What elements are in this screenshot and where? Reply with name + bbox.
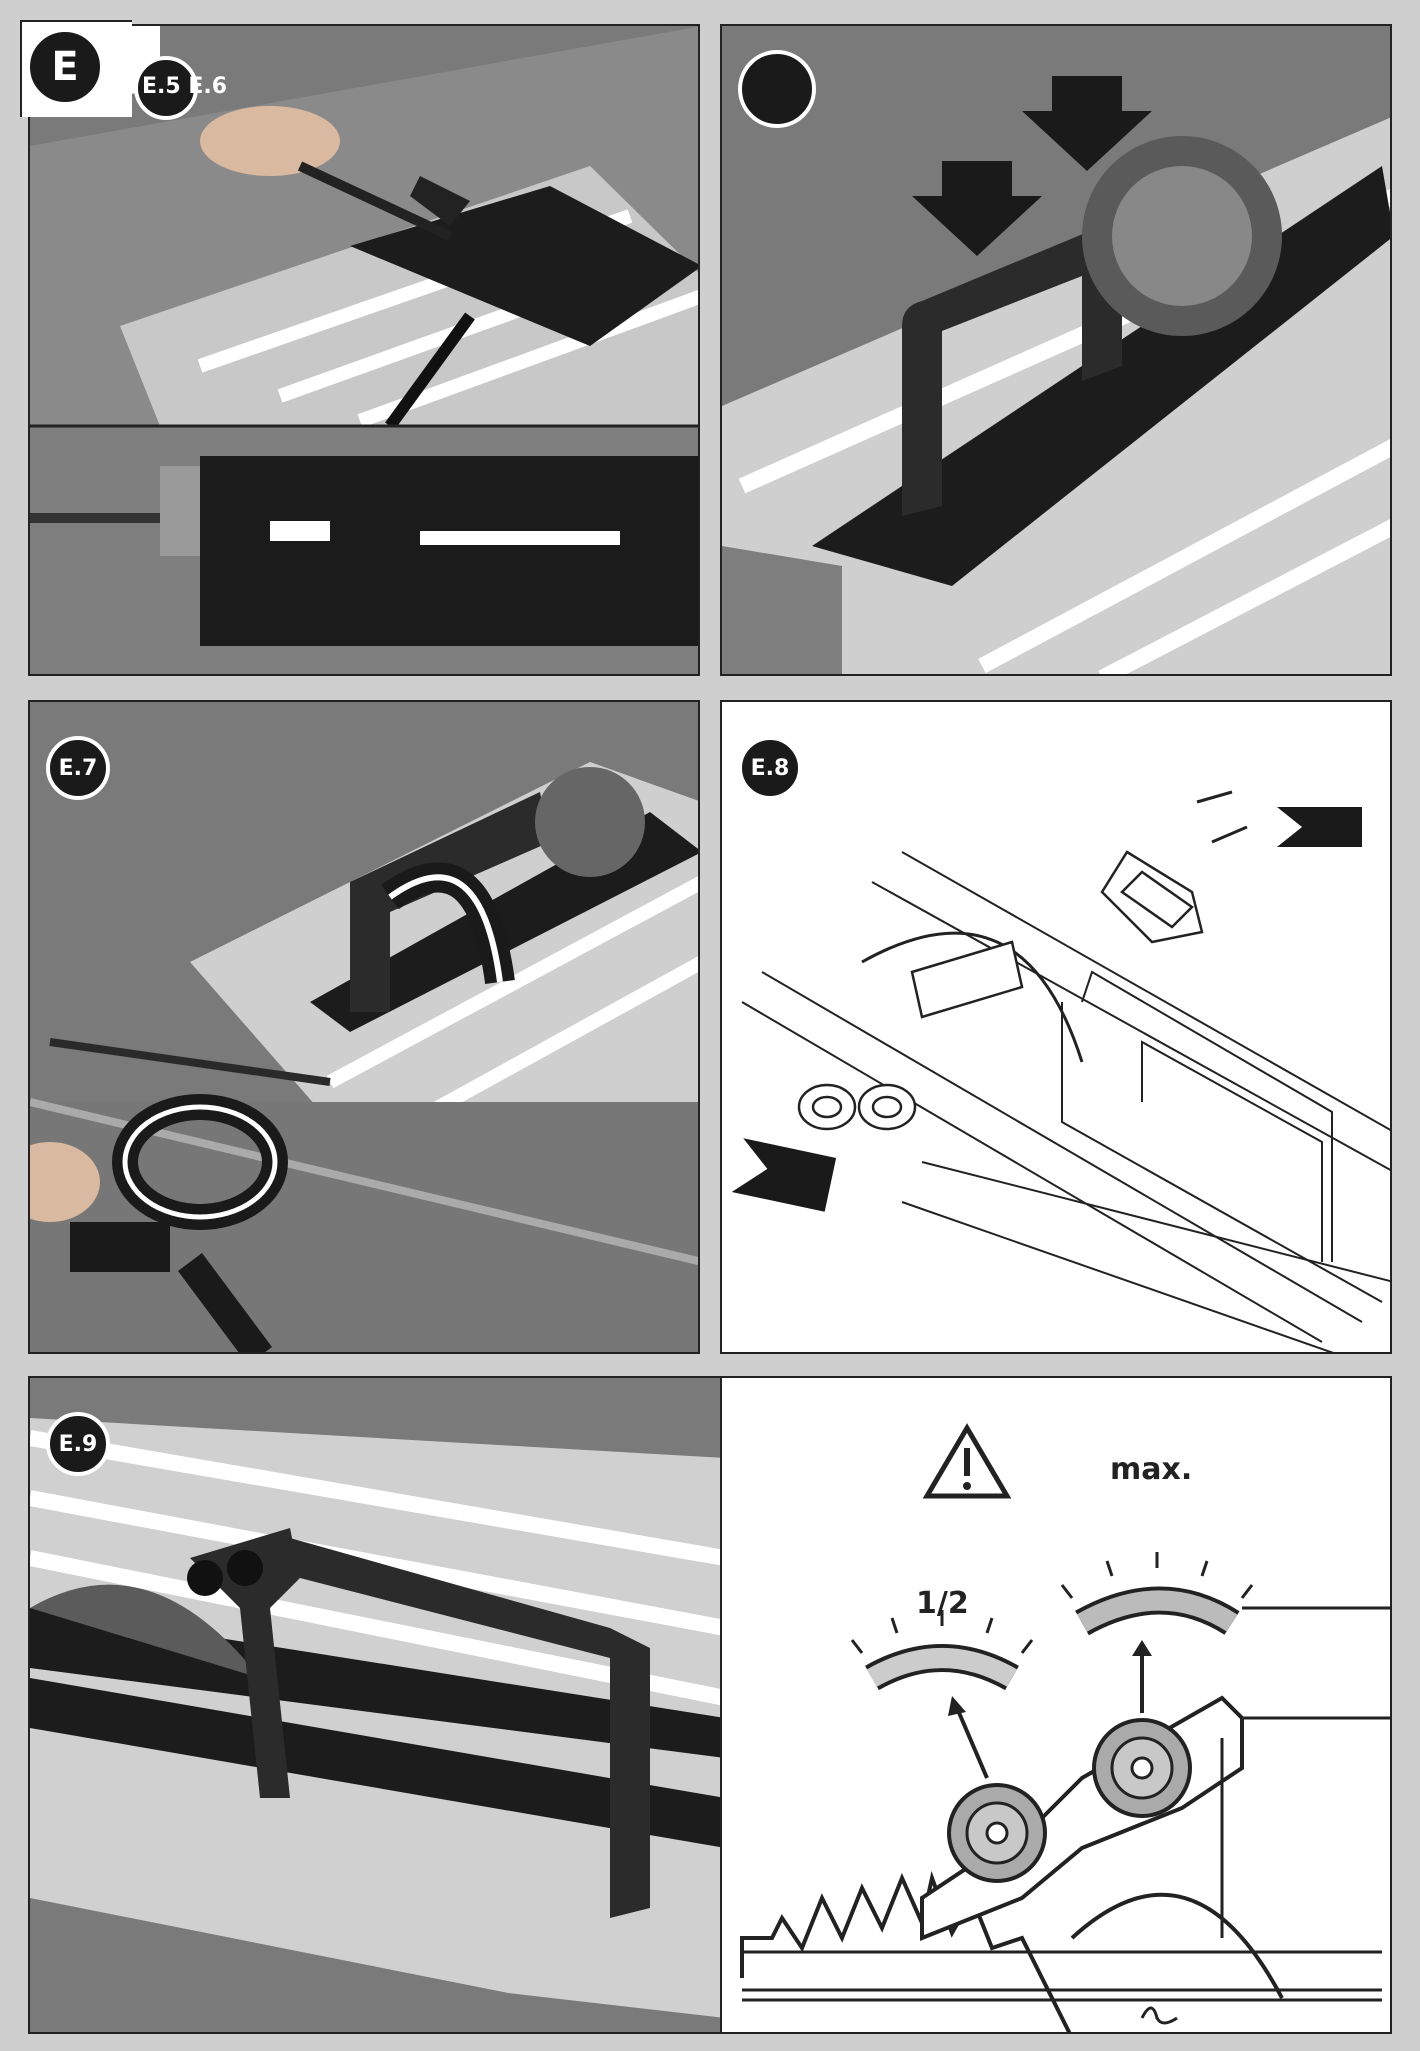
panel-e8-diagram — [722, 702, 1390, 1352]
panel-e5-e6-label: E.5 E.6 — [142, 74, 228, 99]
half-label: 1/2 — [916, 1586, 969, 1621]
panel-e9-illustration — [30, 1378, 721, 2032]
panel-e7: E.7 — [28, 700, 700, 1354]
max-label: max. — [1110, 1452, 1193, 1487]
panel-riving-knife-insert-illustration — [722, 26, 1390, 674]
panel-e5-e6-badge — [134, 56, 198, 120]
panel-e9: E.9 — [28, 1376, 723, 2034]
panel-e7-badge: E.7 — [46, 736, 110, 800]
panel-riving-knife-position-diagram — [722, 1378, 1390, 2032]
panel-e8: E.8 — [720, 700, 1392, 1354]
panel-e7-illustration — [30, 702, 698, 1352]
panel-e5-e6-illustration — [30, 26, 698, 674]
panel-riving-knife-insert — [720, 24, 1392, 676]
panel-e9-badge: E.9 — [46, 1412, 110, 1476]
warning-icon — [922, 1423, 1012, 1499]
section-badge: E — [26, 28, 104, 106]
panel-e8-badge: E.8 — [738, 736, 802, 800]
panel-riving-knife-insert-badge — [738, 50, 816, 128]
panel-e5-e6: E.5 E.6 — [28, 24, 700, 676]
panel-riving-knife-position: 1/2 max. — [720, 1376, 1392, 2034]
